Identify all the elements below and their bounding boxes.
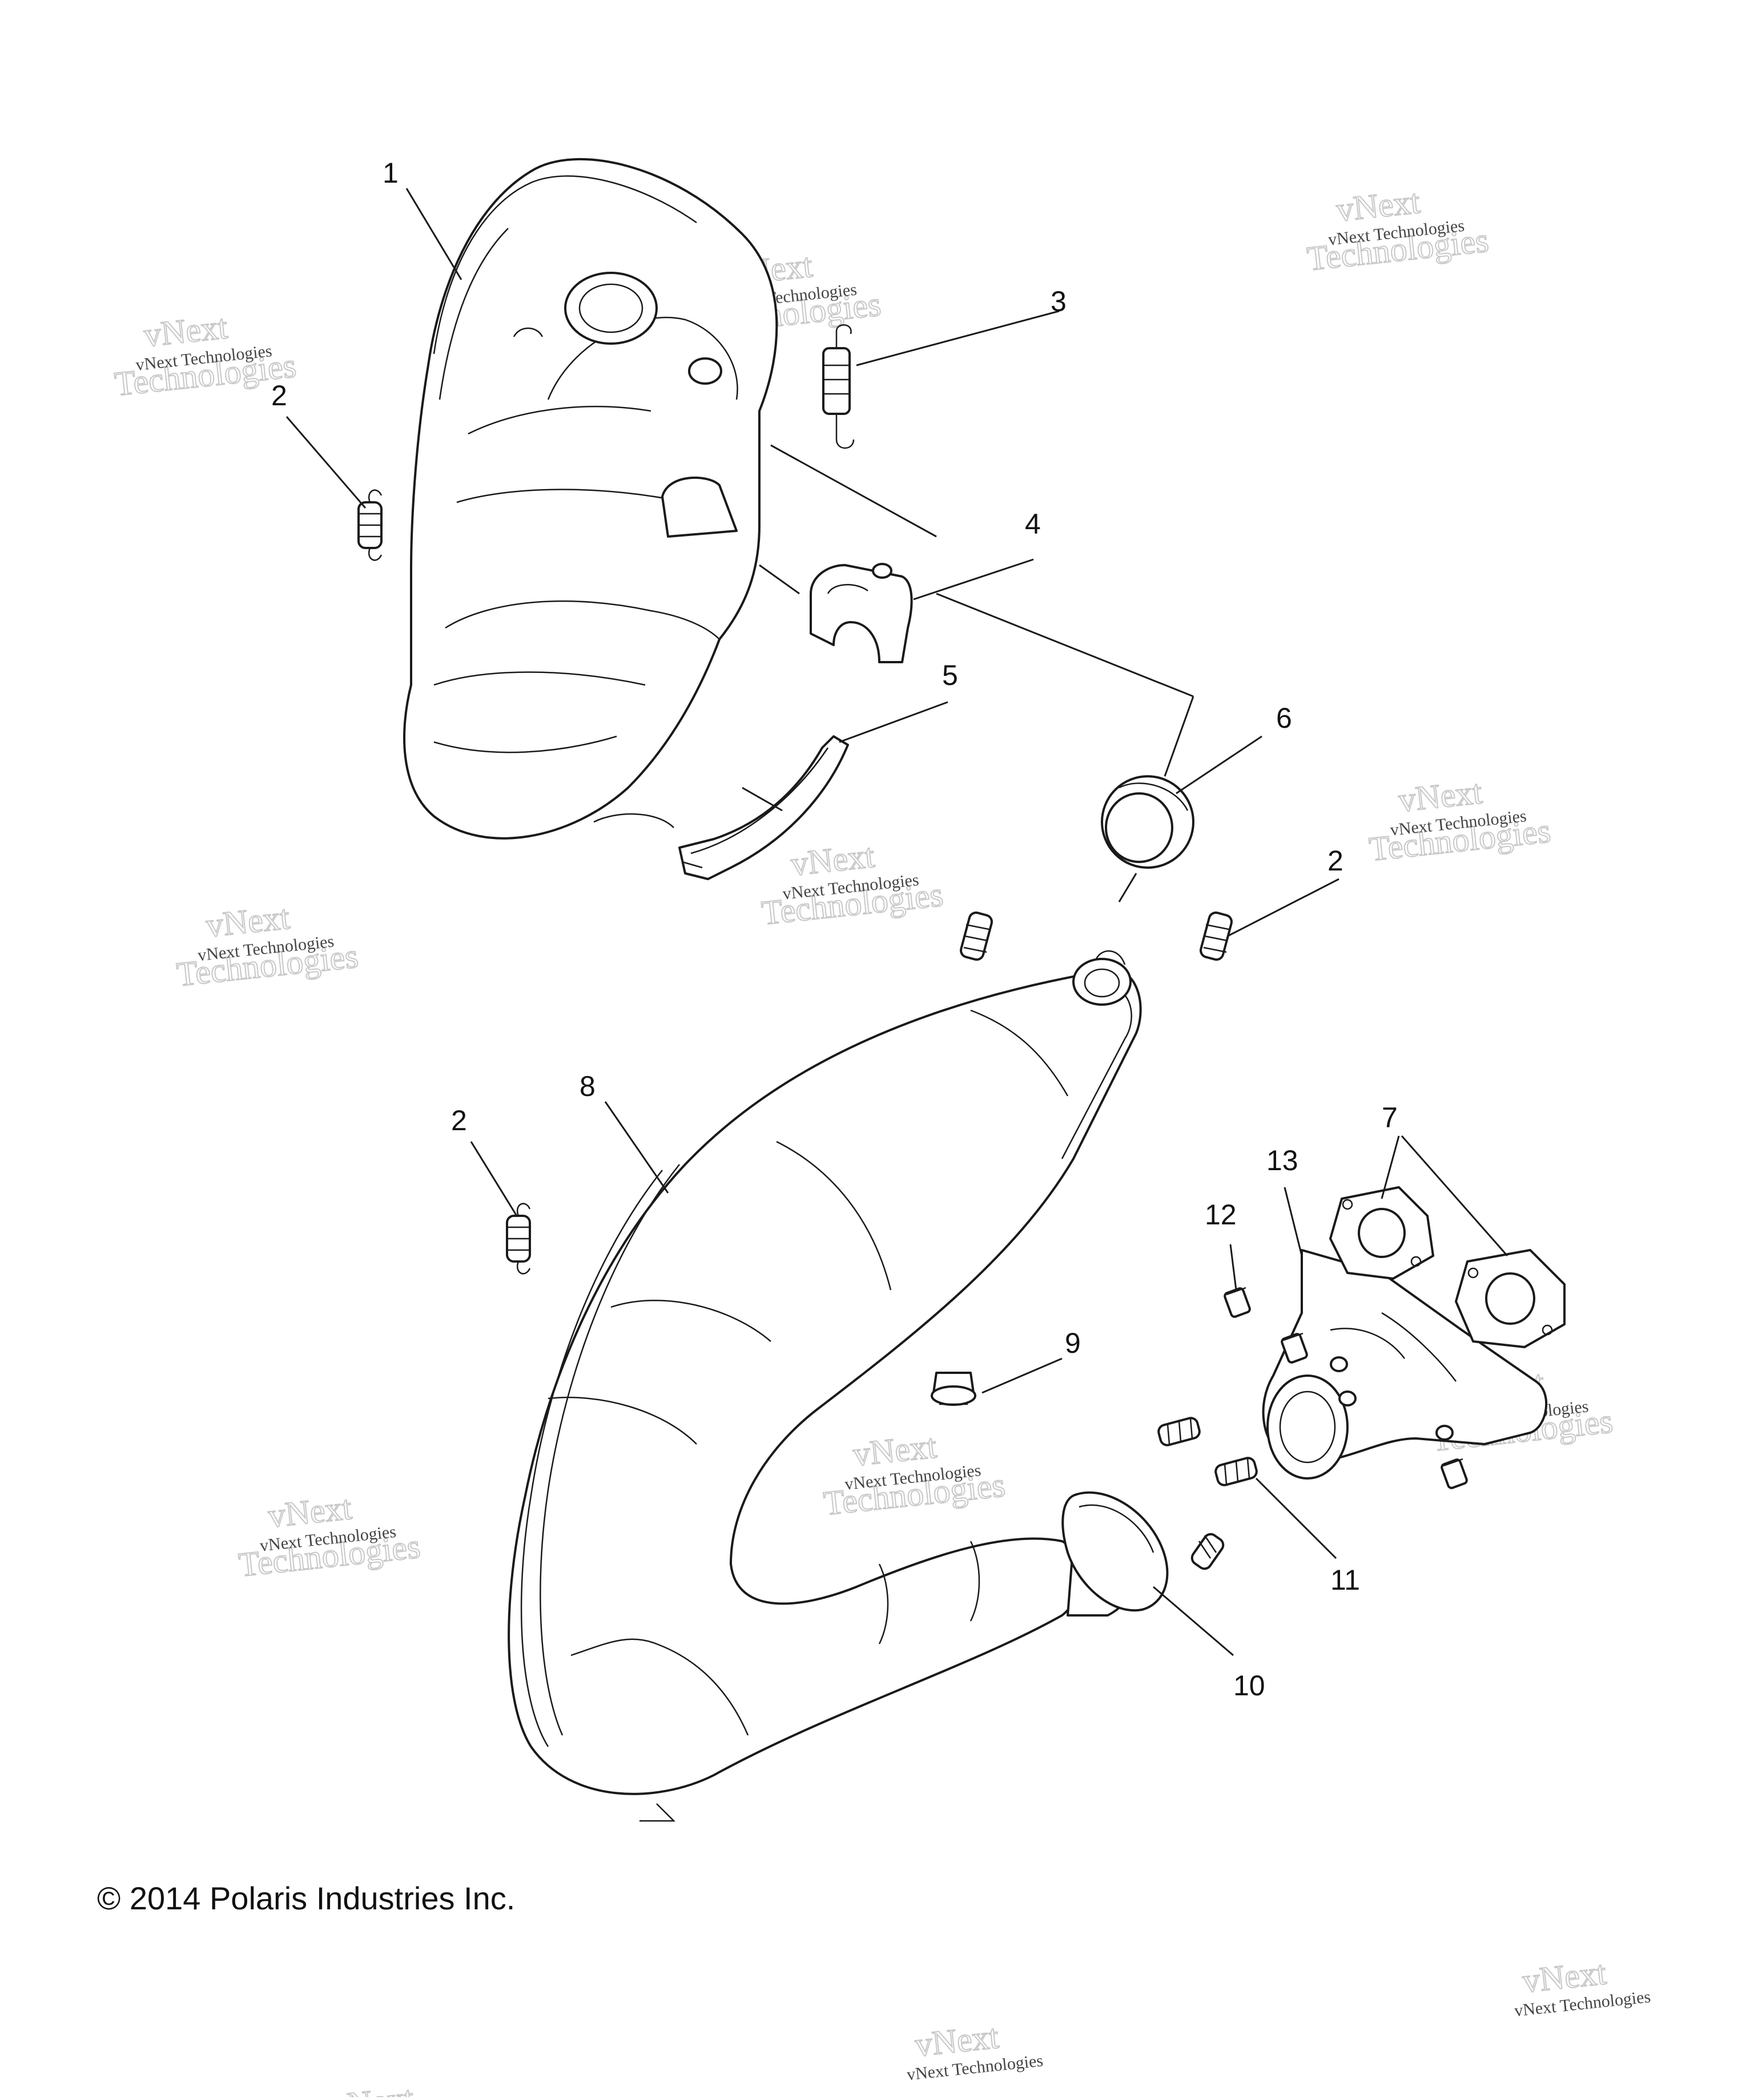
part-11-spring-b[interactable] [1214,1457,1258,1487]
part-6-seal-ring[interactable] [1101,775,1194,869]
part-2-spring-a[interactable] [357,489,383,561]
callout-11[interactable]: 11 [1330,1564,1360,1596]
callouts: 1 2 3 4 5 6 2 8 2 13 7 12 9 11 10 [271,157,1398,1702]
callout-5[interactable]: 5 [942,659,958,691]
watermark: vNext vNext Technologies [328,2078,416,2100]
watermark: vNext Technologies vNext Technologies [759,836,946,933]
part-2-spring-d[interactable] [506,1203,531,1275]
watermark: vNext Technologies vNext Technologies [821,1426,1007,1523]
callout-9[interactable]: 9 [1065,1327,1081,1359]
watermark: vNext vNext Technologies [1514,1953,1652,2021]
svg-text:vNext: vNext [851,1427,939,1473]
part-1-muffler[interactable] [403,158,778,840]
callout-7[interactable]: 7 [1382,1102,1398,1134]
callout-1[interactable]: 1 [383,157,399,189]
watermark: vNext Technologies vNext Technologies [1367,772,1553,869]
part-5-bracket[interactable] [678,735,849,880]
svg-text:vNext: vNext [789,837,876,883]
watermark: vNext Technologies vNext Technologies [236,1488,423,1585]
part-9-plug[interactable] [931,1372,976,1406]
svg-text:vNext: vNext [142,308,230,354]
part-12-bolt-c[interactable] [1441,1458,1468,1489]
callout-12[interactable]: 12 [1205,1199,1237,1231]
part-7-gasket-a[interactable] [1329,1186,1434,1280]
callout-10[interactable]: 10 [1233,1670,1265,1702]
svg-text:vNext: vNext [1334,183,1422,229]
part-11-spring-c[interactable] [1189,1531,1226,1571]
callout-2[interactable]: 2 [451,1105,467,1136]
svg-text:© 2014 Polaris Industries Inc.: © 2014 Polaris Industries Inc. [97,1880,515,1916]
part-2-spring-b[interactable] [1199,911,1233,961]
callout-2[interactable]: 2 [271,380,287,412]
part-2-spring-c[interactable] [959,911,993,961]
part-13-exhaust-manifold[interactable] [1262,1249,1548,1480]
part-8-exhaust-pipe[interactable] [508,950,1144,1822]
watermark: vNext vNext Technologies [906,2017,1044,2084]
callout-3[interactable]: 3 [1051,285,1067,317]
svg-text:vNext: vNext [266,1489,353,1535]
watermark: vNext Technologies vNext Technologies [1305,182,1491,279]
svg-text:vNext: vNext [1397,773,1484,819]
svg-text:vNext: vNext [1521,1954,1608,2000]
svg-text:vNext: vNext [328,2079,416,2097]
callout-8[interactable]: 8 [580,1070,596,1102]
leader-lines [285,188,1508,1656]
callout-2[interactable]: 2 [1327,845,1343,877]
callout-6[interactable]: 6 [1276,702,1292,734]
svg-text:vNext: vNext [913,2017,1000,2063]
part-12-bolt-b[interactable] [1281,1332,1308,1364]
part-11-spring-a[interactable] [1157,1417,1201,1447]
watermark: vNext Technologies vNext Technologies [112,307,299,404]
callout-13[interactable]: 13 [1266,1144,1298,1176]
part-7-gasket-b[interactable] [1455,1249,1566,1348]
part-4-grommet[interactable] [810,563,913,663]
part-12-bolt-a[interactable] [1224,1287,1251,1318]
part-10-seal-ring[interactable] [1061,1491,1169,1612]
watermark: vNext Technologies vNext Technologies [174,897,360,994]
svg-text:vNext: vNext [204,898,292,944]
copyright-notice: © 2014 Polaris Industries Inc. [97,1880,515,1916]
callout-4[interactable]: 4 [1025,508,1041,540]
part-3-spring[interactable] [822,324,855,449]
